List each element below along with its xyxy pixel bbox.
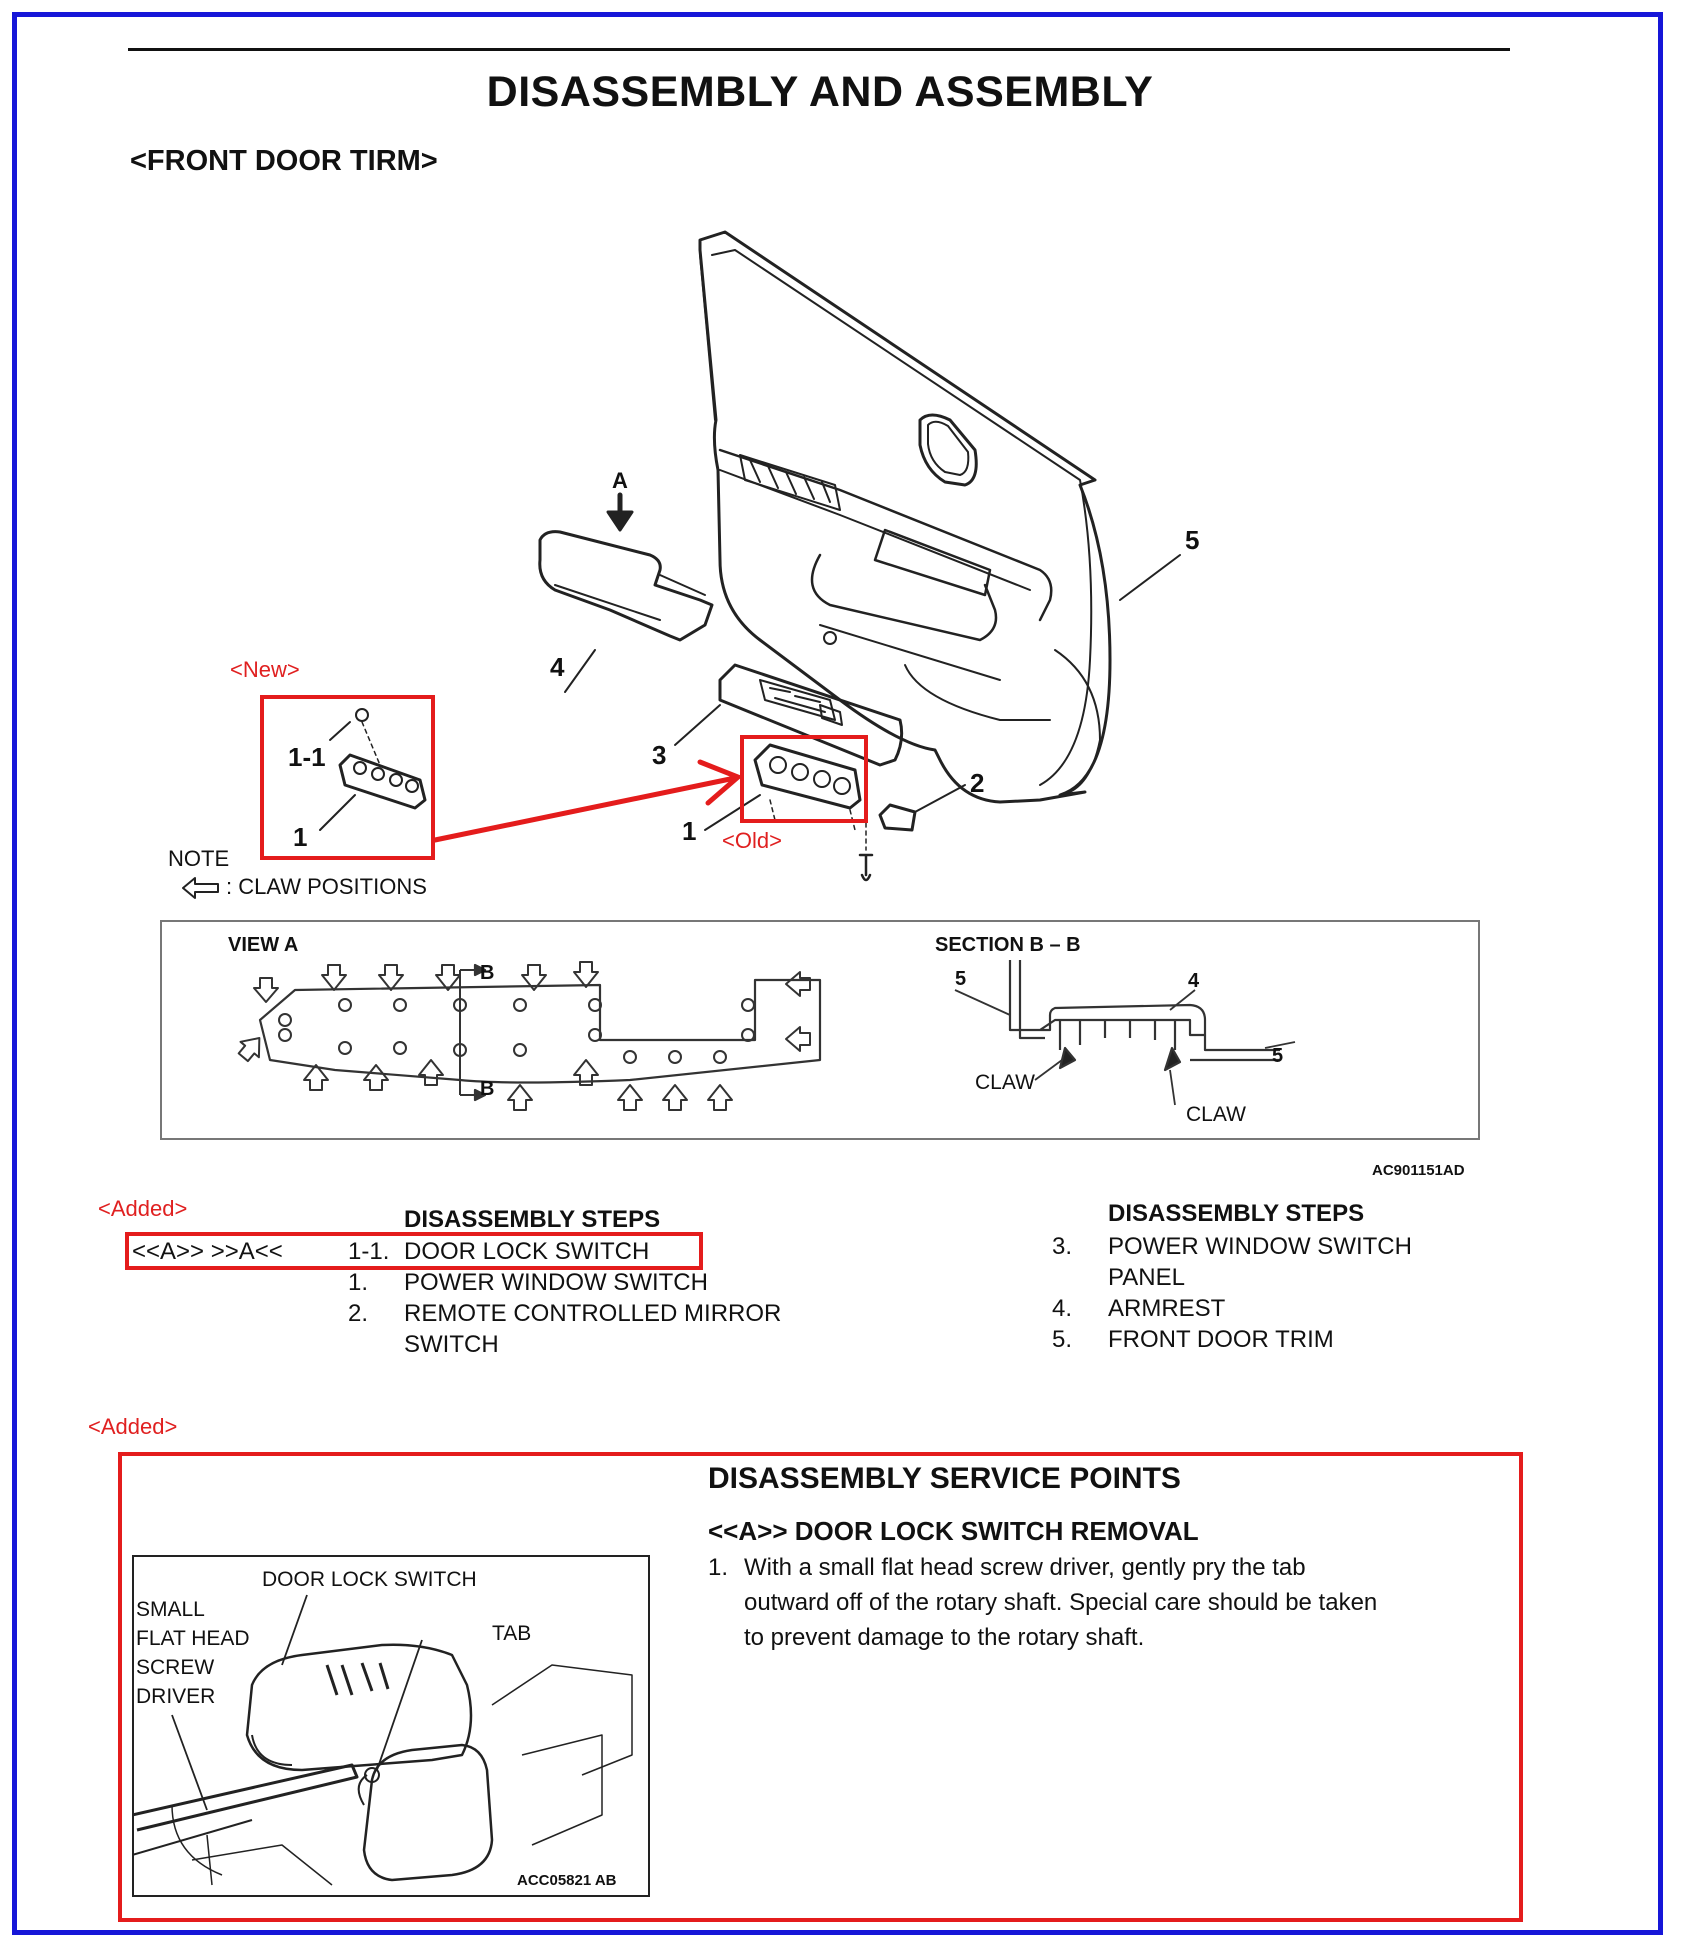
replacement-arrow xyxy=(432,775,738,843)
step-text-3-cont: PANEL xyxy=(1108,1264,1185,1291)
service-step-num: 1. xyxy=(708,1554,729,1581)
door-trim-inner xyxy=(711,249,1093,786)
door-pocket xyxy=(904,664,1051,721)
label-part-5: 5 xyxy=(1185,525,1200,555)
step-text-1-1: DOOR LOCK SWITCH xyxy=(404,1238,650,1265)
door-trim-upper-edge xyxy=(699,239,716,421)
section-part-5-bottom: 5 xyxy=(1272,1045,1284,1067)
b-bottom-label: B xyxy=(480,1078,495,1100)
service-step-line-1: With a small flat head screw driver, gen… xyxy=(744,1554,1306,1581)
service-step-line-3: to prevent damage to the rotary shaft. xyxy=(744,1624,1145,1651)
header-rule xyxy=(128,48,1510,51)
section-part-4: 4 xyxy=(1188,970,1200,992)
service-step-line-2: outward off of the rotary shaft. Special… xyxy=(744,1589,1378,1616)
page-title: DISASSEMBLY AND ASSEMBLY xyxy=(486,68,1154,116)
step-text-2: REMOTE CONTROLLED MIRROR xyxy=(404,1300,782,1327)
service-points-box xyxy=(118,1452,1523,1922)
steps-heading-left: DISASSEMBLY STEPS xyxy=(404,1206,661,1233)
step-num-5: 5. xyxy=(1052,1326,1073,1353)
page-frame xyxy=(12,12,1663,1935)
mirror-switch-part xyxy=(878,803,917,832)
tab-knob xyxy=(362,1743,494,1882)
page-subtitle: <FRONT DOOR TIRM> xyxy=(130,145,438,177)
steps-heading-right: DISASSEMBLY STEPS xyxy=(1108,1200,1365,1227)
section-part-5-top: 5 xyxy=(955,968,967,990)
exploded-door-diagram xyxy=(182,230,1181,899)
step-num-2: 2. xyxy=(348,1300,369,1327)
step-num-1-1: 1-1. xyxy=(348,1238,390,1265)
claw-note-arrow-icon xyxy=(182,877,219,899)
door-lock-switch-illustration xyxy=(132,1555,650,1897)
section-bb-label: SECTION B – B xyxy=(935,934,1081,956)
claw-positions-label: : CLAW POSITIONS xyxy=(226,874,427,899)
steps-added-label: <Added> xyxy=(98,1196,188,1221)
label-part-1-1: 1-1 xyxy=(288,742,326,772)
screw-part xyxy=(858,853,874,882)
figure-code: AC901151AD xyxy=(1372,1162,1465,1179)
step-text-4: ARMREST xyxy=(1108,1295,1226,1322)
service-subtitle: <<A>> DOOR LOCK SWITCH REMOVAL xyxy=(708,1516,1199,1546)
inset-driver-line-2: FLAT HEAD xyxy=(136,1627,250,1650)
door-handle xyxy=(918,413,978,487)
view-a-section-bb-drawing xyxy=(237,960,1296,1111)
claw-label-2: CLAW xyxy=(1186,1103,1246,1126)
section-bb-profile xyxy=(1008,960,1207,1037)
new-switch-part xyxy=(338,753,427,810)
b-top-label: B xyxy=(480,962,495,984)
armrest-part xyxy=(538,530,714,642)
old-switch-part xyxy=(753,743,862,810)
inset-driver-line-4: DRIVER xyxy=(136,1685,216,1708)
label-view-a-arrow: A xyxy=(612,468,628,493)
step-text-3: POWER WINDOW SWITCH xyxy=(1108,1233,1412,1260)
step-text-2-cont: SWITCH xyxy=(404,1331,499,1358)
label-new: <New> xyxy=(230,657,300,682)
view-a-label: VIEW A xyxy=(228,934,299,956)
label-part-4: 4 xyxy=(550,652,565,682)
door-lock-switch-drawing xyxy=(132,1594,633,1886)
view-a-outline xyxy=(258,978,822,1084)
step-num-4: 4. xyxy=(1052,1295,1073,1322)
service-title: DISASSEMBLY SERVICE POINTS xyxy=(708,1462,1181,1495)
label-part-1-old: 1 xyxy=(682,816,697,846)
inset-tab-label: TAB xyxy=(492,1622,532,1645)
door-trim-outline xyxy=(698,230,1112,804)
label-part-1-new: 1 xyxy=(293,822,308,852)
claw-label-1: CLAW xyxy=(975,1071,1035,1094)
step-text-5: FRONT DOOR TRIM xyxy=(1108,1326,1334,1353)
switch-body xyxy=(245,1643,473,1772)
label-old: <Old> xyxy=(722,828,782,853)
armrest-well xyxy=(718,448,1053,622)
view-section-box xyxy=(160,920,1480,1140)
inset-figure-code: ACC05821 AB xyxy=(517,1872,617,1889)
step-ref-1-1: <<A>> >>A<< xyxy=(132,1238,283,1265)
step-text-1: POWER WINDOW SWITCH xyxy=(404,1269,708,1296)
inset-driver-line-1: SMALL xyxy=(136,1598,205,1621)
screwdriver-shaft xyxy=(132,1763,359,1832)
door-lock-step-highlight xyxy=(125,1232,703,1270)
step-num-1: 1. xyxy=(348,1269,369,1296)
switch-panel-part xyxy=(718,663,904,767)
inset-door-lock-switch-label: DOOR LOCK SWITCH xyxy=(262,1568,477,1591)
step-num-3: 3. xyxy=(1052,1233,1073,1260)
new-switch-highlight-box xyxy=(260,695,435,860)
old-switch-highlight-box xyxy=(740,735,868,823)
service-added-label: <Added> xyxy=(88,1414,178,1439)
inset-driver-label: SMALL FLAT HEAD SCREW DRIVER xyxy=(136,1595,250,1711)
inset-driver-line-3: SCREW xyxy=(136,1656,215,1679)
label-part-2: 2 xyxy=(970,768,985,798)
label-part-3: 3 xyxy=(652,740,667,770)
note-label: NOTE xyxy=(168,846,230,871)
